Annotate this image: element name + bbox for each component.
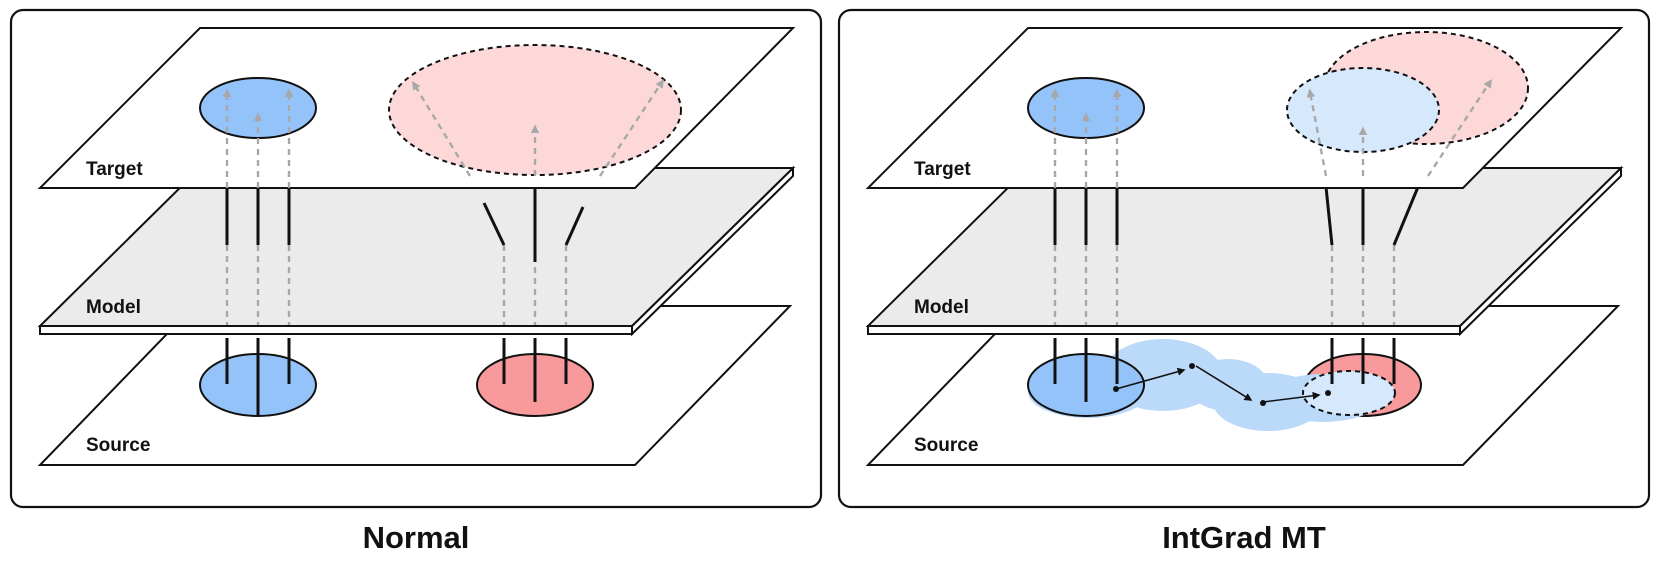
path-point — [1113, 386, 1119, 392]
path-point — [1325, 390, 1331, 396]
interpolation-path — [1113, 363, 1331, 406]
model-label: Model — [914, 297, 969, 318]
target-arrows — [222, 79, 664, 188]
target-red-region — [388, 44, 682, 176]
source-label: Source — [86, 435, 150, 456]
lower-solid-lines — [225, 338, 568, 416]
source-label: Source — [914, 435, 978, 456]
upper-solid-lines — [225, 187, 585, 262]
upper-solid-lines — [1053, 186, 1420, 246]
caption-normal: Normal — [362, 520, 470, 555]
target-label: Target — [914, 159, 971, 180]
lower-solid-lines — [1053, 338, 1396, 402]
panel-intgrad: Source — [837, 8, 1651, 509]
source-interpolated-region — [1302, 370, 1396, 416]
target-arrows — [1050, 79, 1492, 188]
caption-intgrad: IntGrad MT — [1162, 520, 1326, 555]
path-point — [1260, 400, 1266, 406]
path-point — [1189, 363, 1195, 369]
panel-normal: Source Model — [9, 8, 823, 509]
target-label: Target — [86, 159, 143, 180]
dashed-lines-model — [1053, 245, 1396, 325]
model-label: Model — [86, 297, 141, 318]
